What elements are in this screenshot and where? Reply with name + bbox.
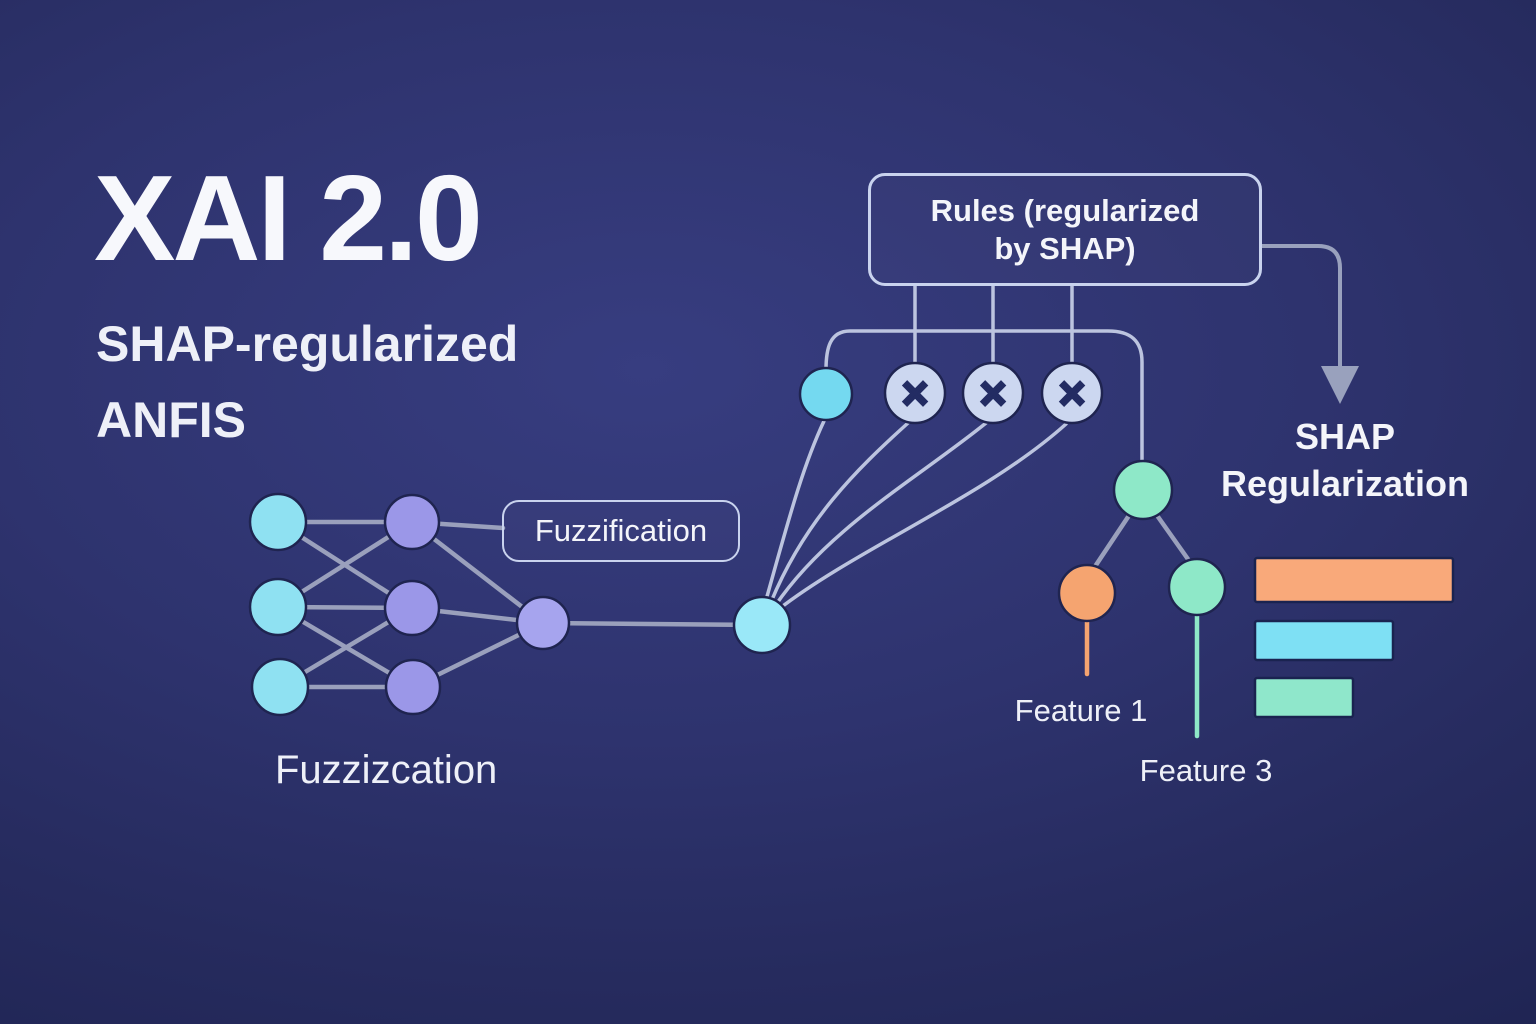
shap-bar-3 — [1253, 676, 1355, 719]
hidden-node-3 — [384, 658, 442, 716]
multiply-icon: × — [1059, 367, 1086, 419]
fuzzification-caption: Fuzzizcation — [275, 748, 498, 792]
multiply-icon: × — [980, 367, 1007, 419]
rules-box-line2: by SHAP) — [994, 230, 1136, 266]
rule-input-node — [798, 366, 854, 422]
input-node-2 — [248, 577, 308, 637]
fuzzification-box-label: Fuzzification — [534, 513, 708, 548]
nodes — [248, 361, 1227, 717]
shap-heading-line2: Regularization — [1220, 462, 1470, 504]
feature1-node — [1057, 563, 1117, 623]
edge-agg-hub — [540, 620, 765, 628]
page-subtitle: SHAP-regularized ANFIS — [96, 306, 518, 458]
edge-root-teal — [1153, 511, 1193, 565]
product-node-1 — [883, 361, 947, 425]
hidden-node-1 — [383, 493, 441, 551]
shap-heading-line1: SHAP — [1294, 416, 1396, 457]
curve-hub-rule3 — [777, 422, 1068, 611]
bus-connector — [824, 329, 1144, 464]
page-subtitle-line1: SHAP-regularized — [96, 316, 519, 372]
shap-bar-2 — [1253, 619, 1395, 662]
aggregation-node — [515, 595, 571, 651]
hub-fan-curves — [764, 419, 1068, 611]
curve-hub-rule2 — [773, 421, 988, 608]
input-node-3 — [250, 657, 310, 717]
shap-bar-chart — [1253, 556, 1455, 719]
product-node-2 — [961, 361, 1025, 425]
curve-hub-cyan — [764, 419, 826, 602]
fuzzification-box: Fuzzification — [502, 500, 740, 562]
shap-regularization-heading: SHAP Regularization — [1195, 414, 1495, 508]
tree-root-node — [1112, 459, 1174, 521]
feature1-label: Feature 1 — [1014, 693, 1148, 728]
feature3-node — [1167, 557, 1227, 617]
tree-edges — [1091, 511, 1193, 571]
rules-box-drops — [913, 284, 1074, 366]
page-title: XAI 2.0 — [94, 150, 483, 286]
rules-box-line1: Rules (regularized — [930, 192, 1200, 228]
curve-hub-rule1 — [769, 421, 910, 604]
arrow-down-icon — [1321, 366, 1359, 404]
multiply-icon: × — [902, 367, 929, 419]
hub-node — [732, 595, 792, 655]
rules-to-shap-arrow-line — [1260, 244, 1342, 370]
product-node-3 — [1040, 361, 1104, 425]
shap-bar-1 — [1253, 556, 1455, 604]
edge-root-orange — [1091, 511, 1133, 571]
multiply-icons: × × × — [900, 366, 1086, 421]
rules-box: Rules (regularized by SHAP) — [868, 173, 1262, 286]
input-node-1 — [248, 492, 308, 552]
feature3-label: Feature 3 — [1139, 753, 1273, 788]
hidden-node-2 — [383, 579, 441, 637]
page-subtitle-line2: ANFIS — [96, 392, 246, 448]
